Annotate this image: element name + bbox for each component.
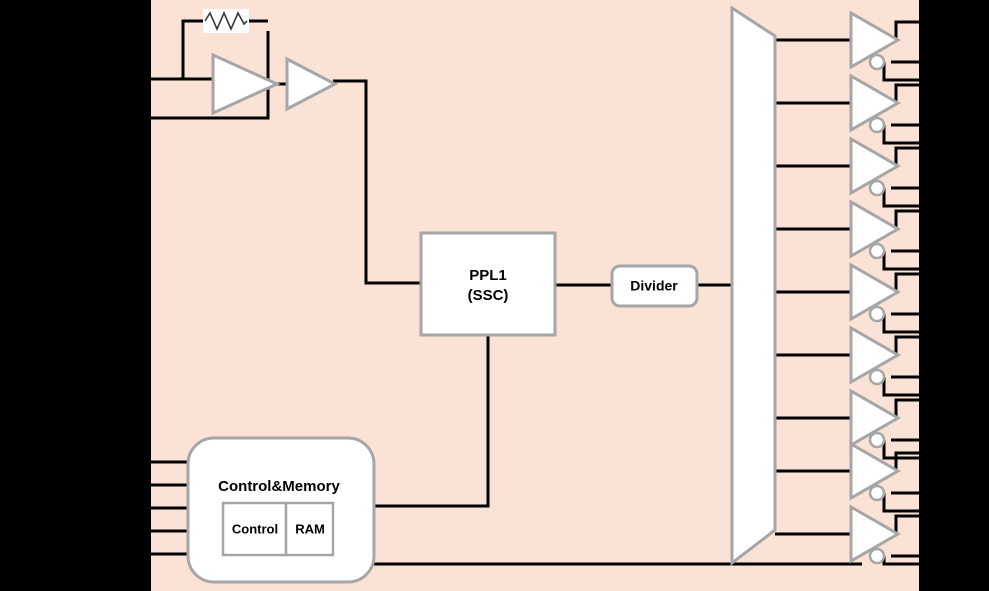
buffer-output-pair-1 <box>882 20 989 82</box>
buffer-output-pair-7 <box>882 398 989 460</box>
divider-label: Divider <box>630 278 678 294</box>
buffer-4-true-out <box>894 209 989 229</box>
buffer-5-comp-out <box>882 314 989 334</box>
divider-block-rect[interactable] <box>610 264 699 308</box>
buffer-8-true-out <box>894 451 989 471</box>
buffer-5-true-out <box>894 272 989 292</box>
buffer-output-pair-2 <box>882 83 989 145</box>
buffer-7-true-out <box>894 398 989 418</box>
pll-label-line2: (SSC) <box>468 287 509 304</box>
buffer-output-pair-5 <box>882 272 989 334</box>
divider-block[interactable]: Divider <box>610 264 699 308</box>
wire-feedback-left <box>181 19 205 79</box>
buffer-5-inverting-bubble-icon <box>868 305 886 323</box>
buffer-2-true-out <box>894 83 989 103</box>
buffer-1-triangle-icon[interactable] <box>849 10 902 70</box>
buffer-6-triangle-icon[interactable] <box>849 325 902 385</box>
wire-xout <box>151 31 270 120</box>
buffer-1-true-out <box>894 20 989 40</box>
buffer-4-comp-out <box>882 251 989 271</box>
buffer-4-triangle-icon[interactable] <box>849 199 902 259</box>
wire-pll-to-control <box>374 335 490 508</box>
output-buffer-8[interactable] <box>849 441 902 502</box>
buffer-output-pair-6 <box>882 335 989 397</box>
wire-osc-to-pll <box>333 79 421 285</box>
buffer-3-comp-out <box>882 188 989 208</box>
output-buffer-1[interactable] <box>849 10 902 71</box>
wire-group <box>151 19 989 566</box>
oscillator-inverter-2-icon[interactable] <box>285 56 339 112</box>
buffer-6-inverting-bubble-icon <box>868 368 886 386</box>
ram-subblock-label: RAM <box>295 521 325 536</box>
buffer-output-pair-8 <box>882 451 989 513</box>
output-buffer-9[interactable] <box>849 504 902 565</box>
buffer-output-pair-9 <box>882 514 989 566</box>
control-subblock-rect[interactable] <box>221 501 288 557</box>
pll-label-line1: PPL1 <box>469 267 507 284</box>
buffer-1-inverting-bubble-icon <box>868 53 886 71</box>
buffer-3-inverting-bubble-icon <box>868 179 886 197</box>
pll-block-rect[interactable] <box>419 231 557 337</box>
buffer-8-inverting-bubble-icon <box>868 484 886 502</box>
buffer-4-inverting-bubble-icon <box>868 242 886 260</box>
buffer-7-inverting-bubble-icon <box>868 431 886 449</box>
buffer-output-pair-3 <box>882 146 989 208</box>
control-subblock-label: Control <box>232 521 278 536</box>
buffer-7-comp-out <box>882 440 989 460</box>
control-memory-label: Control&Memory <box>218 478 340 495</box>
buffer-3-triangle-icon[interactable] <box>849 136 902 196</box>
buffer-1-comp-out <box>882 62 989 82</box>
buffer-7-triangle-icon[interactable] <box>849 388 902 448</box>
buffer-2-triangle-icon[interactable] <box>849 73 902 133</box>
buffer-9-inverting-bubble-icon <box>868 547 886 565</box>
output-buffer-3[interactable] <box>849 136 902 197</box>
output-buffer-5[interactable] <box>849 262 902 323</box>
output-buffer-4[interactable] <box>849 199 902 260</box>
buffer-5-triangle-icon[interactable] <box>849 262 902 322</box>
output-buffer-7[interactable] <box>849 388 902 449</box>
buffer-8-triangle-icon[interactable] <box>849 441 902 501</box>
pll-block[interactable]: PPL1 (SSC) <box>419 231 557 337</box>
buffer-6-comp-out <box>882 377 989 397</box>
output-buffer-group <box>849 10 902 565</box>
crystal-resistor-icon[interactable] <box>203 9 249 33</box>
buffer-9-triangle-icon[interactable] <box>849 504 902 564</box>
output-buffer-6[interactable] <box>849 325 902 386</box>
fanout-mux-block[interactable] <box>730 5 777 567</box>
ram-subblock-rect[interactable] <box>284 501 335 557</box>
buffer-output-pair-4 <box>882 209 989 271</box>
buffer-6-true-out <box>894 335 989 355</box>
buffer-2-inverting-bubble-icon <box>868 116 886 134</box>
output-buffer-2[interactable] <box>849 73 902 134</box>
buffer-8-comp-out <box>882 493 989 513</box>
buffer-2-comp-out <box>882 125 989 145</box>
buffer-9-true-out <box>894 514 989 534</box>
buffer-3-true-out <box>894 146 989 166</box>
control-memory-block[interactable]: Control&Memory Control RAM <box>186 436 376 584</box>
oscillator-inverter-1-icon[interactable] <box>211 52 281 116</box>
